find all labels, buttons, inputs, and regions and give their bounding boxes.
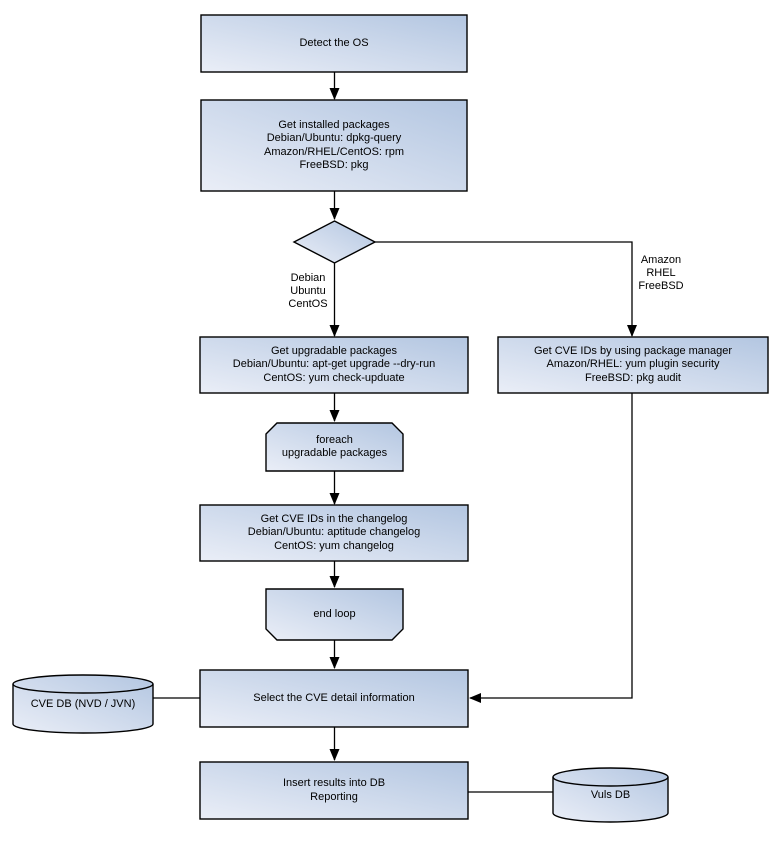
edge-label-line: Ubuntu: [290, 285, 326, 297]
connectors: [153, 72, 637, 793]
database-cylinder-vuls-db: [552, 767, 669, 823]
database-cylinder-cve-db: [12, 674, 154, 734]
process-box-get-upgradable-packages: [199, 336, 469, 394]
edge-label-line: Debian: [290, 272, 326, 284]
edge-label-line: CentOS: [288, 298, 328, 310]
edge-label-right-branch: Amazon RHEL FreeBSD: [623, 254, 699, 296]
nodes: [12, 14, 769, 823]
edge-label-line: FreeBSD: [638, 280, 684, 292]
process-box-detect-os: [200, 14, 468, 73]
process-box-get-cve-ids-changelog: [199, 504, 469, 562]
edge-package-manager-to-select: [469, 393, 633, 703]
process-box-select-cve-detail: [199, 669, 469, 728]
database-cylinder-cve-db-rim: [12, 683, 154, 694]
process-box-insert-results: [199, 761, 469, 820]
loop-end: [265, 588, 404, 641]
process-box-get-cve-ids-package-manager: [497, 336, 769, 394]
decision-diamond-os-branch: [292, 220, 377, 264]
loop-start-foreach: [265, 422, 404, 472]
process-box-get-installed-packages: [200, 99, 468, 192]
edge-decision-to-package-manager: [375, 241, 637, 337]
edge-label-left-branch: Debian Ubuntu CentOS: [270, 272, 346, 314]
database-cylinder-vuls-db-rim: [552, 776, 669, 787]
edge-label-line: Amazon: [640, 254, 682, 266]
edge-label-line: RHEL: [646, 267, 676, 279]
